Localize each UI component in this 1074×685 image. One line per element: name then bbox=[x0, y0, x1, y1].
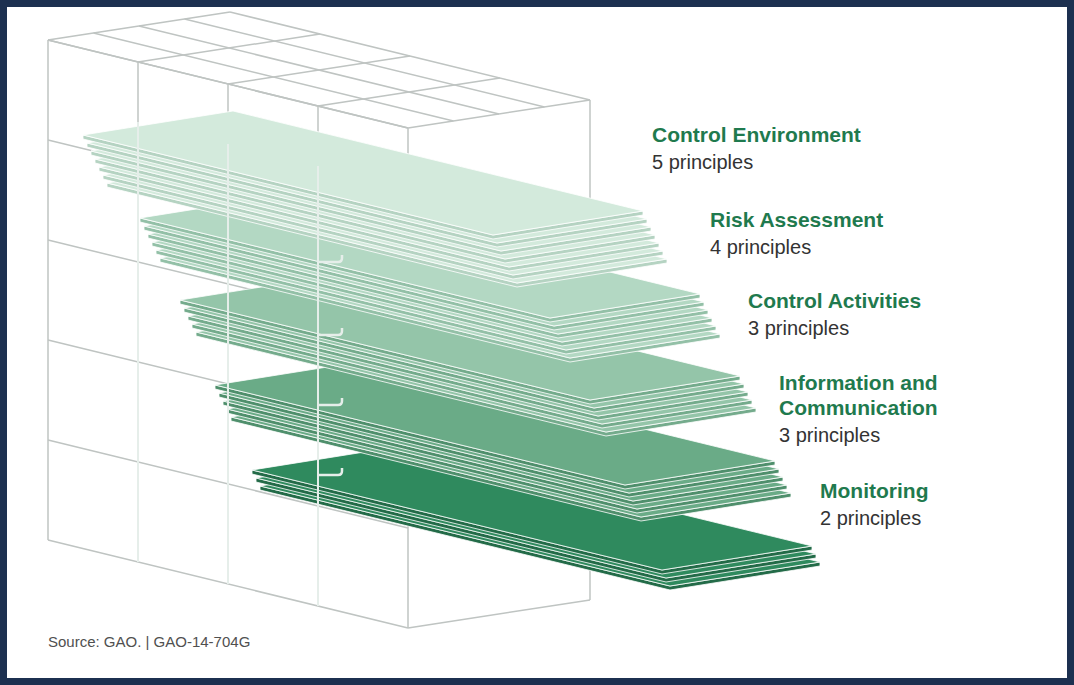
cube-line bbox=[230, 12, 590, 100]
cube-line bbox=[408, 100, 590, 128]
cube-line bbox=[227, 144, 229, 584]
cube-line bbox=[318, 78, 500, 106]
source-note: Source: GAO. | GAO-14-704G bbox=[48, 633, 250, 650]
cube-line bbox=[317, 106, 319, 606]
rod-hook bbox=[318, 468, 342, 475]
principle-sheets bbox=[83, 111, 820, 590]
rod-hook bbox=[318, 398, 342, 405]
principle-count: 2 principles bbox=[820, 505, 1040, 531]
cube-line bbox=[137, 62, 139, 562]
cube-line bbox=[139, 26, 499, 114]
principle-count: 3 principles bbox=[779, 422, 984, 448]
sheet bbox=[83, 111, 643, 235]
cube-line bbox=[94, 33, 454, 121]
cube-line bbox=[317, 166, 319, 606]
cube-line bbox=[227, 84, 229, 584]
cube-line bbox=[185, 19, 545, 107]
principle-count: 3 principles bbox=[748, 315, 1008, 341]
cube-line bbox=[408, 600, 590, 628]
layer-label: Control Activities3 principles bbox=[748, 288, 1008, 341]
cube-front-lines bbox=[138, 122, 342, 606]
component-title: Control Environment bbox=[652, 122, 912, 147]
rod-hook bbox=[318, 328, 342, 335]
rod-hook bbox=[318, 255, 342, 262]
layer-label: Control Environment5 principles bbox=[652, 122, 912, 175]
layer-label: Monitoring2 principles bbox=[820, 478, 1040, 531]
component-title: Information and Communication bbox=[779, 370, 984, 420]
component-title: Control Activities bbox=[748, 288, 1008, 313]
cube-line bbox=[137, 122, 139, 562]
layer-label: Risk Assessment4 principles bbox=[710, 207, 970, 260]
principle-count: 4 principles bbox=[710, 234, 970, 260]
component-title: Monitoring bbox=[820, 478, 1040, 503]
principle-count: 5 principles bbox=[652, 149, 912, 175]
layer-label: Information and Communication3 principle… bbox=[779, 370, 984, 448]
component-title: Risk Assessment bbox=[710, 207, 970, 232]
cube-line bbox=[47, 40, 49, 540]
